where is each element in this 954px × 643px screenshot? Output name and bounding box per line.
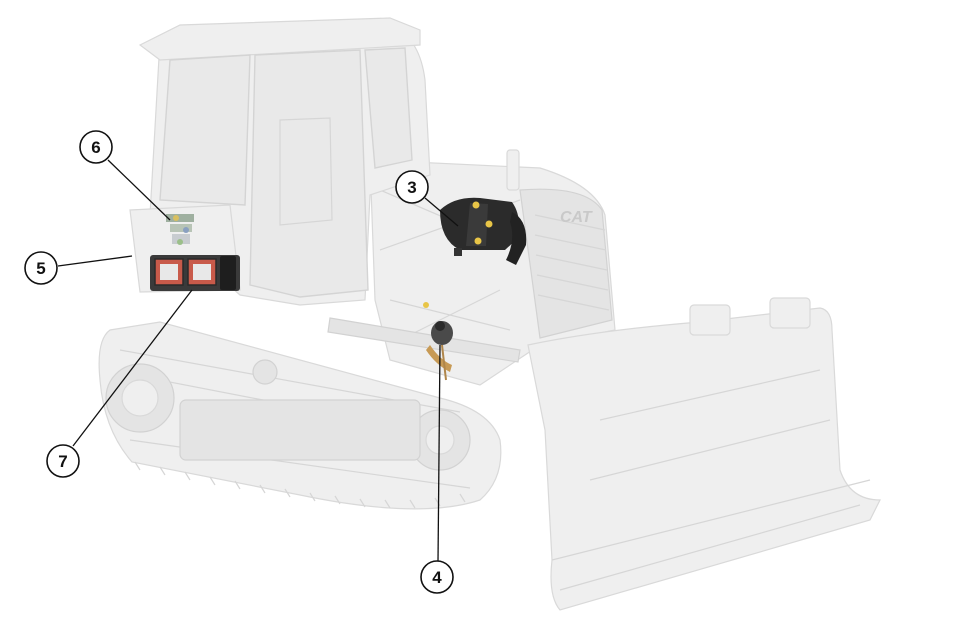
- callout-3: 3: [395, 170, 429, 204]
- cab-window-right: [364, 47, 413, 169]
- leader-lines: [57, 159, 459, 563]
- component-4-unit: [423, 302, 453, 381]
- track-rollers: [105, 359, 471, 471]
- component-3-unit: [440, 197, 527, 265]
- highlighted-components: [150, 197, 527, 381]
- leader-line-7: [72, 289, 193, 447]
- callout-7: 7: [46, 444, 80, 478]
- component-7-lights: [150, 255, 240, 291]
- dozer-blade: [527, 307, 881, 611]
- leader-line-6: [107, 159, 171, 221]
- cab-roof: [138, 17, 421, 61]
- callout-4-label: 4: [432, 568, 442, 587]
- cab-window-left: [159, 54, 251, 206]
- callout-3-label: 3: [407, 178, 416, 197]
- lift-cylinder: [327, 317, 521, 363]
- leader-line-4: [437, 344, 441, 563]
- leader-line-5: [57, 255, 133, 267]
- bulldozer-illustration: CAT: [98, 17, 881, 611]
- callout-5: 5: [24, 251, 58, 285]
- leader-line-3: [424, 197, 459, 227]
- callout-6: 6: [79, 130, 113, 164]
- cab-window-door: [249, 49, 369, 298]
- callout-7-label: 7: [58, 452, 67, 471]
- callout-6-label: 6: [91, 138, 100, 157]
- callout-4: 4: [420, 560, 454, 594]
- cat-logo: CAT: [560, 209, 593, 226]
- component-6-valves: [166, 214, 194, 245]
- callout-5-label: 5: [36, 259, 45, 278]
